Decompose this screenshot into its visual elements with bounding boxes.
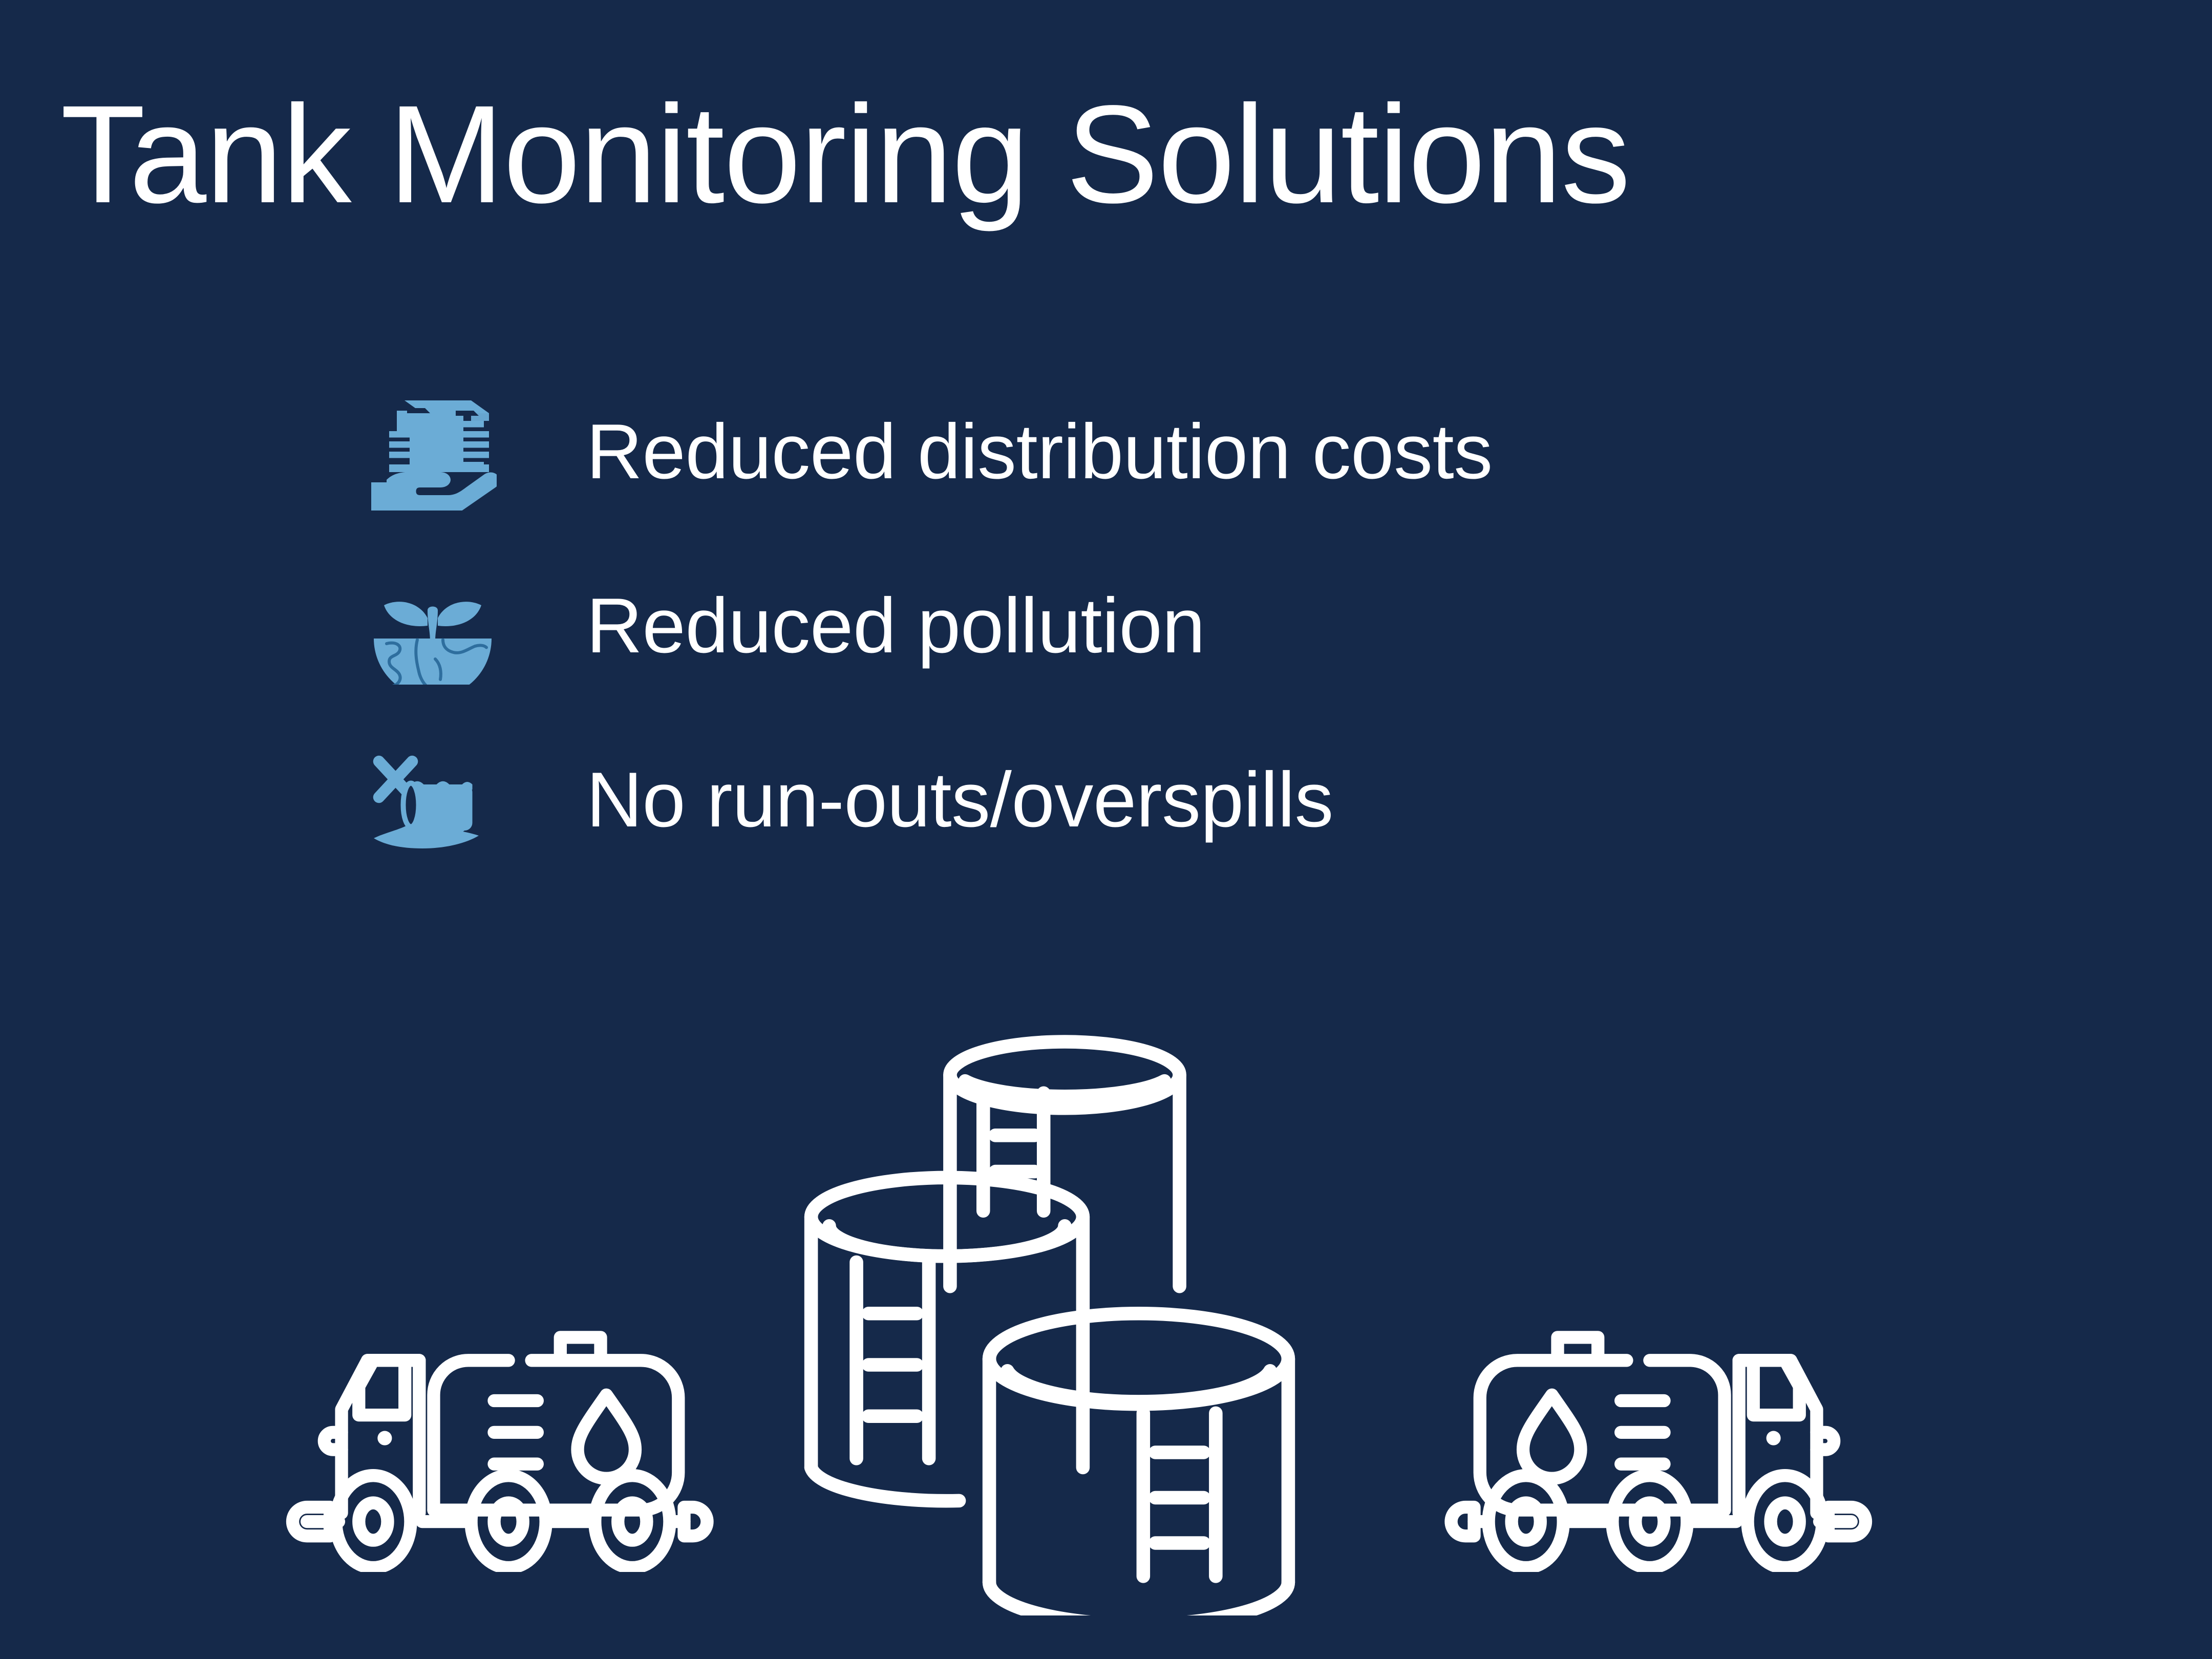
page-title: Tank Monitoring Solutions bbox=[60, 76, 1631, 232]
tanker-truck-right-icon bbox=[1444, 1306, 1884, 1572]
tanker-truck-left-icon bbox=[274, 1306, 714, 1572]
list-item-label: Reduced pollution bbox=[586, 582, 1205, 669]
list-item: Reduced distribution costs bbox=[369, 365, 2007, 539]
list-item: Reduced pollution bbox=[369, 539, 2007, 713]
benefits-list: Reduced distribution costs bbox=[369, 365, 2007, 887]
sprout-globe-icon bbox=[369, 567, 497, 685]
list-item-label: Reduced distribution costs bbox=[586, 408, 1493, 495]
list-item-label: No run-outs/overspills bbox=[586, 756, 1333, 843]
list-item: No run-outs/overspills bbox=[369, 713, 2007, 887]
money-in-hand-icon bbox=[369, 393, 497, 511]
illustration-area bbox=[0, 998, 2212, 1659]
storage-tanks-icon bbox=[778, 1027, 1439, 1615]
no-spill-tank-icon bbox=[369, 741, 497, 859]
